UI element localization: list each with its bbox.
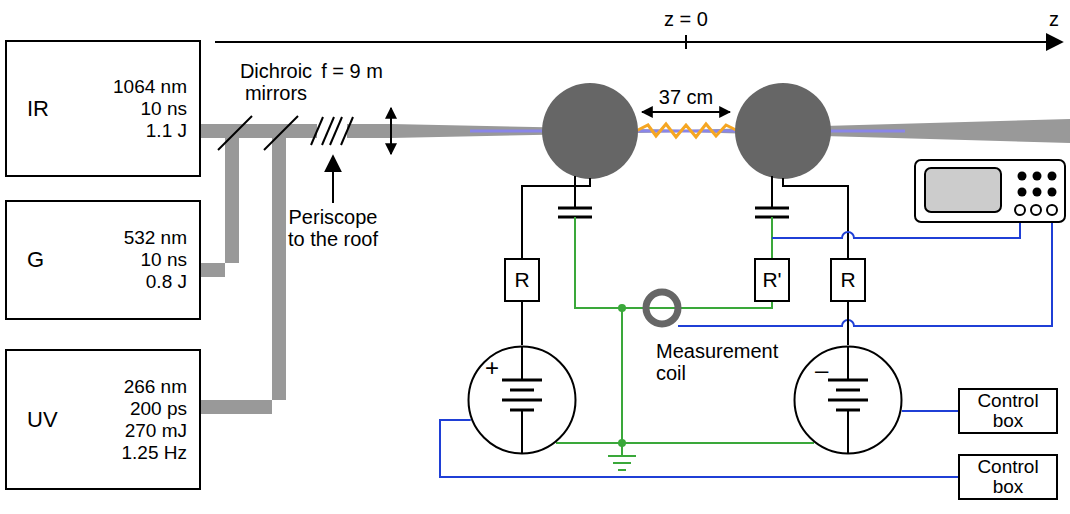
- axis-tick: [685, 35, 687, 49]
- dimension-label: 37 cm: [636, 86, 736, 108]
- oscilloscope: [915, 160, 1065, 222]
- component-label: Dichroic mirrors: [226, 60, 326, 104]
- resistor-symbol: R: [830, 258, 866, 302]
- box-label: Control box: [968, 457, 1048, 497]
- spark: [636, 124, 738, 137]
- focal-length: f = 9 m: [312, 60, 392, 82]
- wire-connector: [902, 410, 958, 412]
- wire-connector: [521, 302, 523, 345]
- control-box: Control box: [958, 388, 1058, 434]
- junction-dot: [618, 304, 626, 312]
- laser-specs: 266 nm 200 ps 270 mJ 1.25 Hz: [111, 376, 187, 464]
- resistor-label: R': [762, 268, 781, 292]
- dichroic-mirror: [218, 116, 252, 150]
- polarity-sign: +: [485, 355, 499, 381]
- periscope-break: [311, 117, 353, 145]
- resistor-symbol: R: [504, 258, 540, 302]
- capacitor-symbol: [558, 208, 789, 217]
- measurement-coil: [646, 292, 678, 324]
- leader-arrow: [332, 156, 334, 203]
- dichroic-mirror: [264, 116, 298, 150]
- ground-wire: [556, 217, 814, 470]
- laser-beam: [201, 119, 1070, 414]
- laser-name: UV: [27, 407, 58, 433]
- resistor-label: R: [840, 268, 855, 292]
- supply-outline: [793, 345, 903, 455]
- junction-dot: [618, 439, 626, 447]
- laser-box: UV 266 nm 200 ps 270 mJ 1.25 Hz: [5, 349, 201, 490]
- box-label: Control box: [968, 391, 1048, 431]
- polarity-sign: –: [815, 357, 828, 383]
- resistor-label: R: [514, 268, 529, 292]
- component-label: Measurement coil: [656, 340, 788, 384]
- axis-label: z: [1044, 8, 1064, 30]
- wire: [522, 176, 848, 258]
- dimension-arrow: [642, 111, 730, 113]
- power-supply: –: [793, 345, 903, 455]
- z-axis: [215, 41, 1062, 43]
- electrode-sphere: [735, 83, 831, 179]
- laser-box: G 532 nm 10 ns 0.8 J: [5, 200, 201, 320]
- wire-connector: [440, 420, 958, 477]
- laser-name: IR: [27, 96, 49, 122]
- wire-connector: [847, 302, 849, 345]
- lens-symbol: [390, 108, 392, 154]
- electrode-sphere: [542, 83, 638, 179]
- supply-outline: [467, 345, 577, 455]
- power-supply: +: [467, 345, 577, 455]
- laser-specs: 532 nm 10 ns 0.8 J: [111, 227, 187, 293]
- component-label: Periscope to the roof: [283, 206, 383, 250]
- uv-beam: [470, 130, 905, 133]
- laser-name: G: [27, 247, 44, 273]
- laser-specs: 1064 nm 10 ns 1.1 J: [111, 76, 187, 142]
- laser-box: IR 1064 nm 10 ns 1.1 J: [5, 40, 201, 177]
- signal-wire: [678, 214, 1052, 326]
- control-box: Control box: [958, 454, 1058, 500]
- resistor-symbol: R': [754, 258, 790, 302]
- axis-label: z = 0: [646, 8, 726, 30]
